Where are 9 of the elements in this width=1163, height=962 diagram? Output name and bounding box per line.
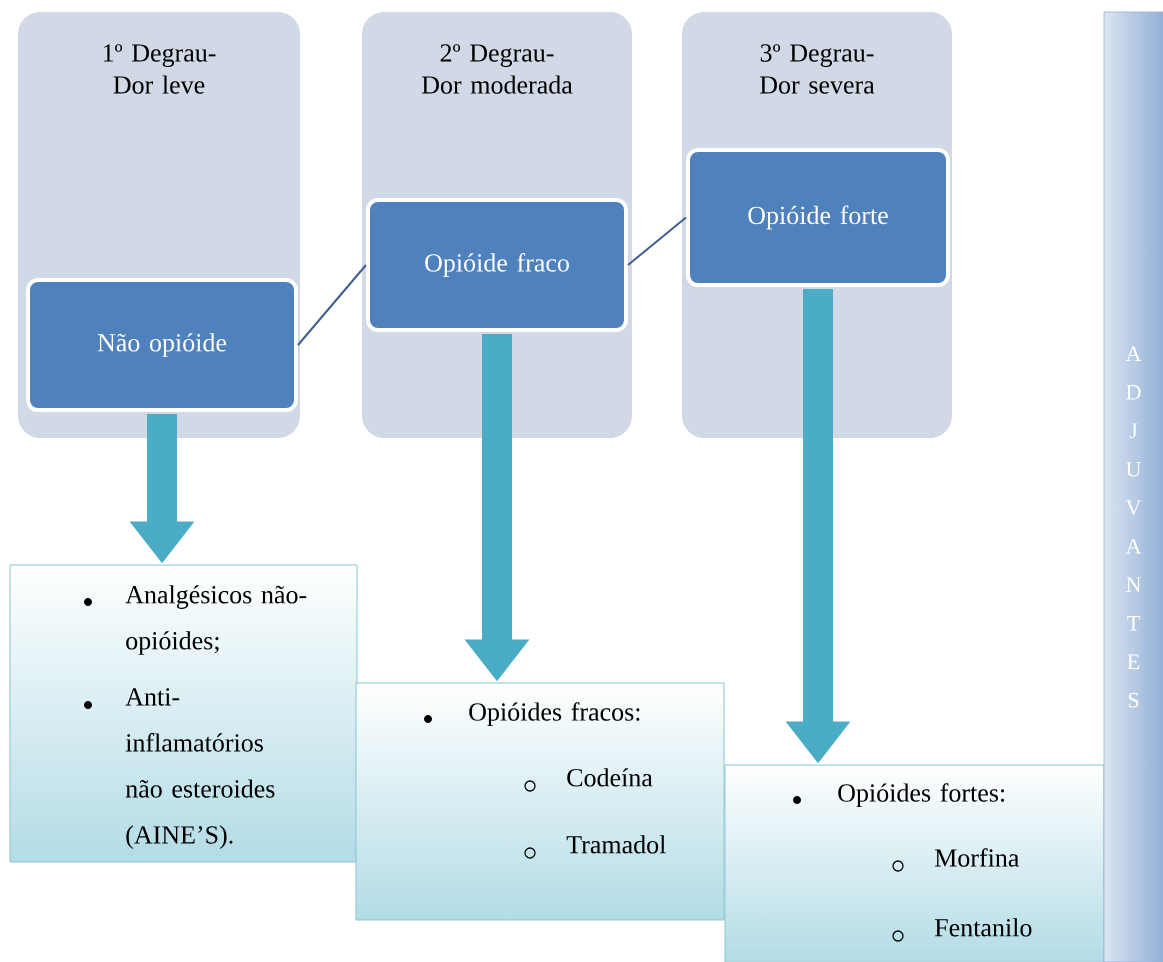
- connector-line: [297, 264, 367, 346]
- list-box: Opióides fracos: Codeína Tramadol: [355, 682, 725, 921]
- step-box: Não opióide: [26, 278, 298, 412]
- side-bar: ADJUVANTES: [1103, 11, 1163, 962]
- list-box: Opióides fortes: Morfina Fentanilo: [724, 764, 1105, 962]
- list-box: Analgésicos não-opióides; Anti-inflamatórios não esteroides (AINE’S).: [9, 564, 358, 863]
- step-box: Opióide forte: [686, 148, 950, 287]
- step-box: Opióide fraco: [366, 198, 628, 332]
- connector-line: [627, 216, 687, 266]
